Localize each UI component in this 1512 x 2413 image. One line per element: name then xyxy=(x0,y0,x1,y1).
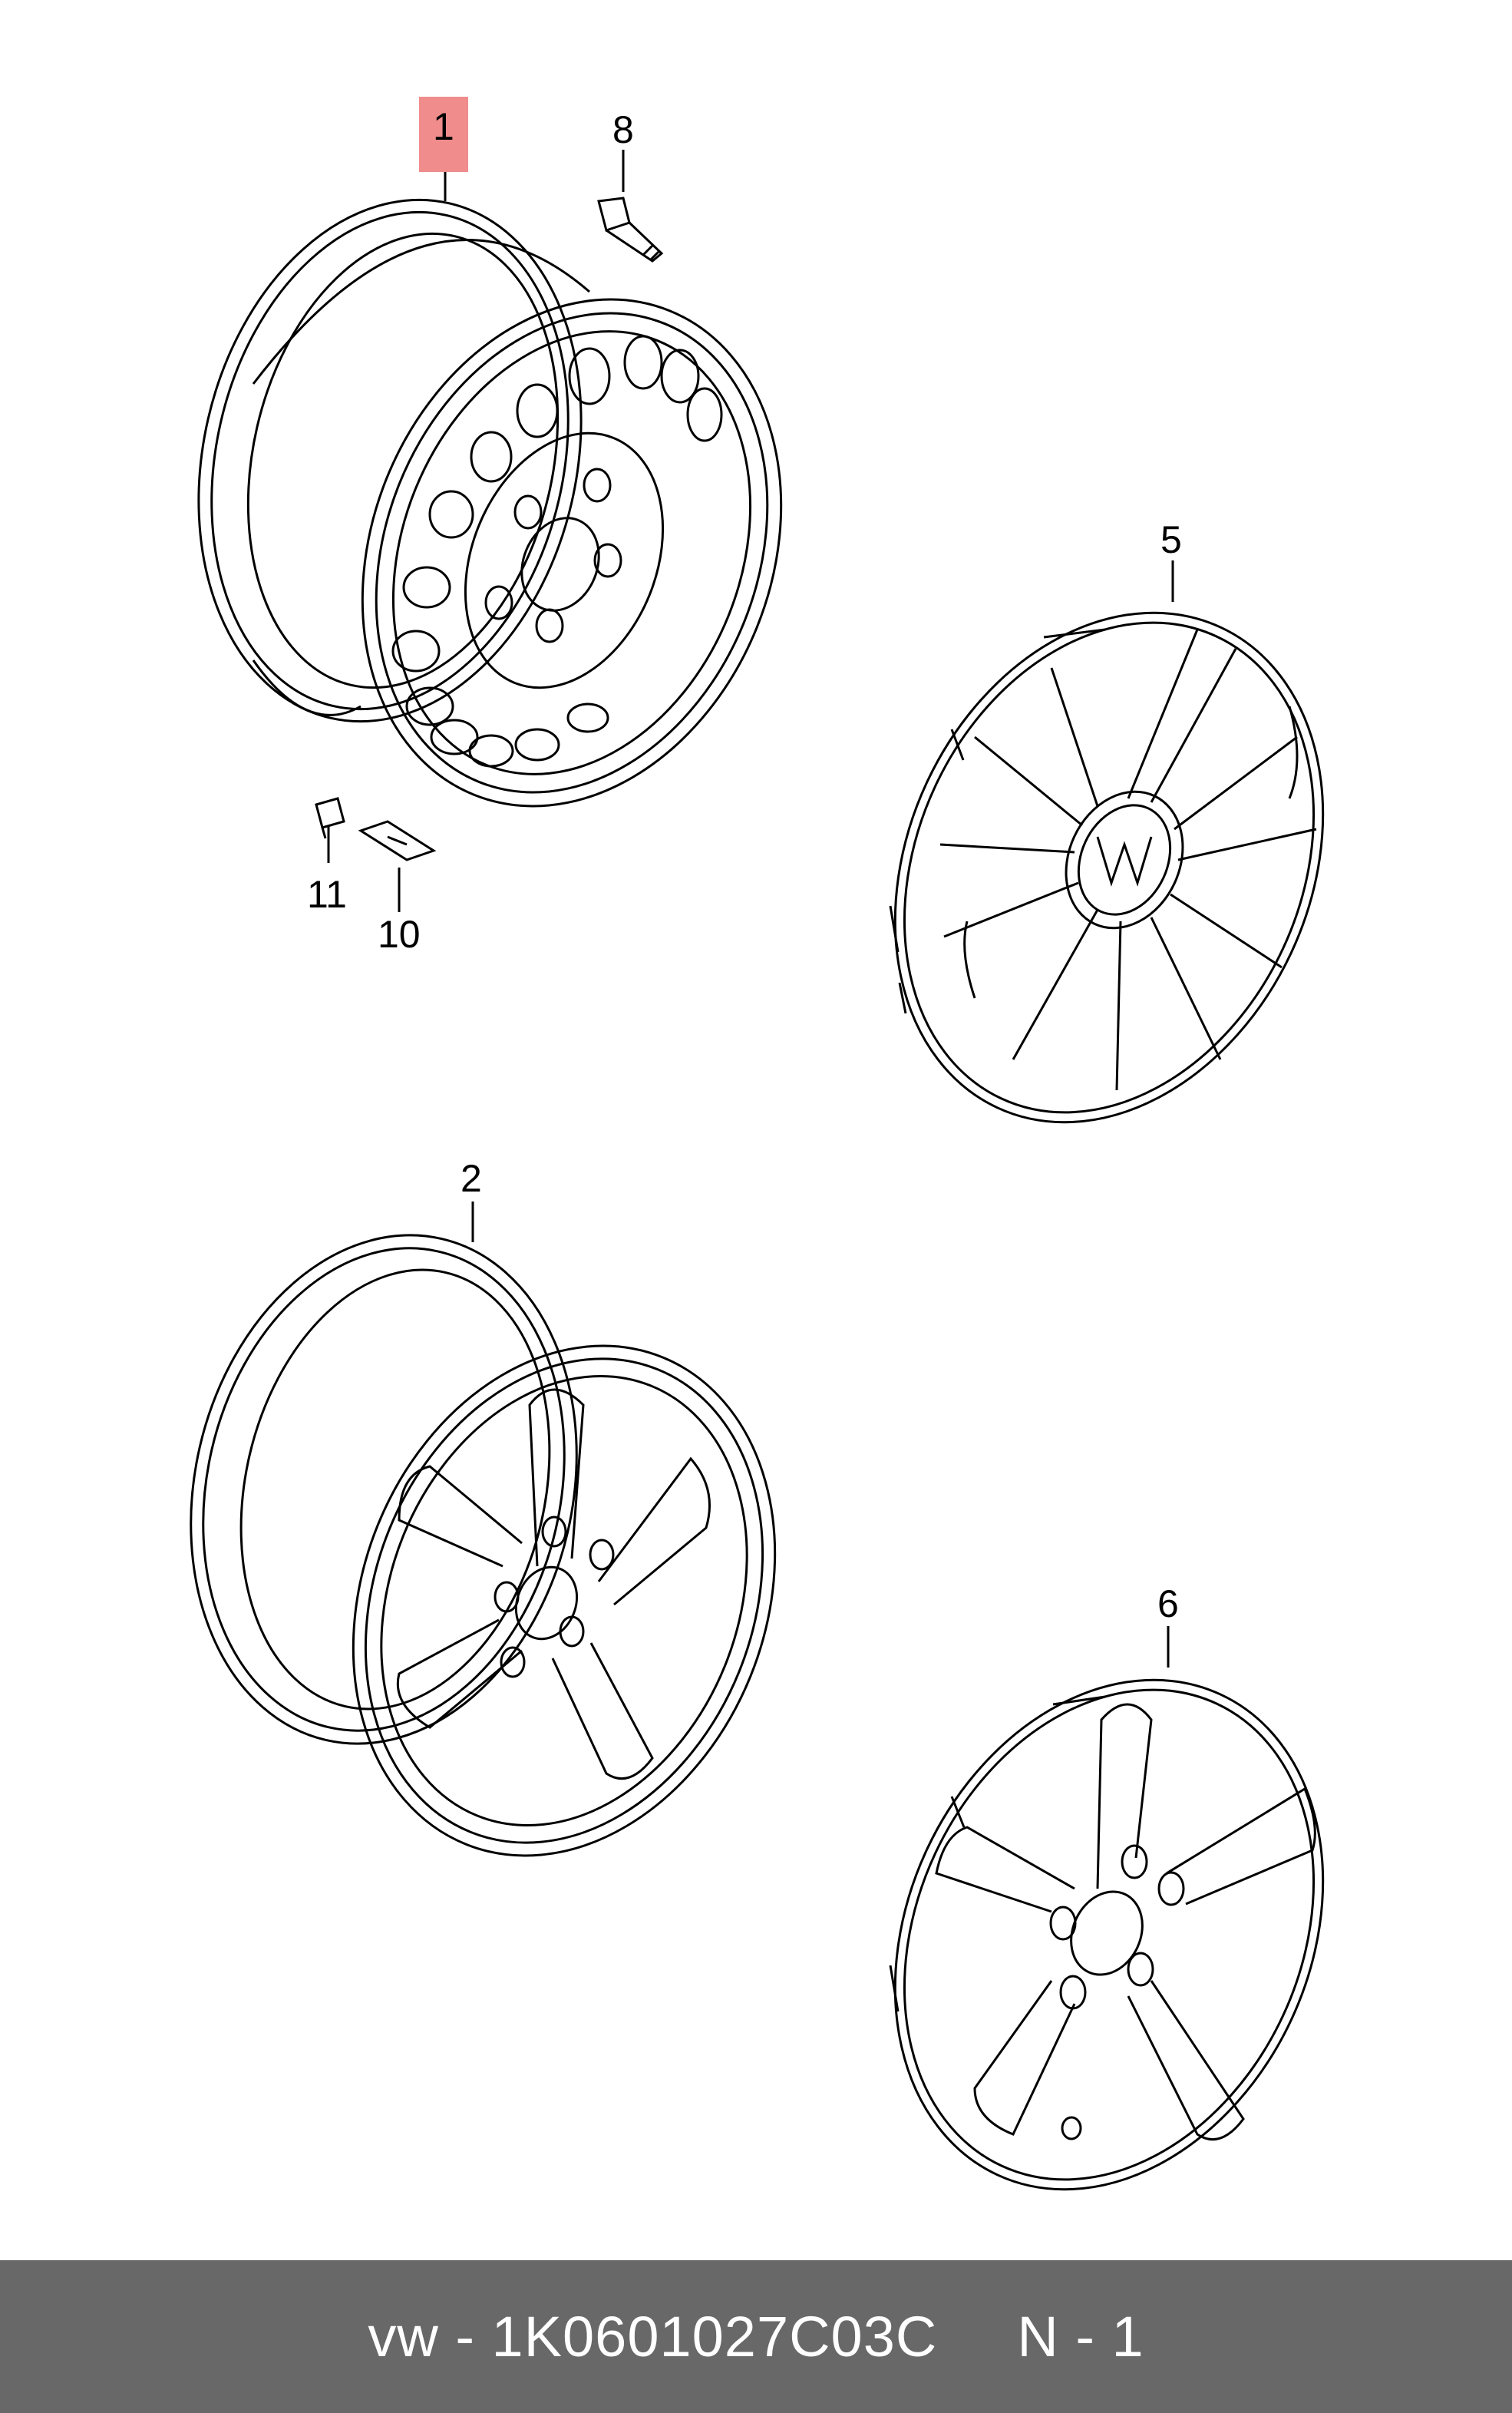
callout-8[interactable]: 8 xyxy=(612,108,634,151)
balance-weight-illustration xyxy=(358,820,437,861)
alloy-wheel-illustration xyxy=(190,1234,777,1857)
parts-diagram xyxy=(190,150,1325,2191)
footer-part-number: vw - 1K0601027C03C xyxy=(368,2305,938,2368)
valve-illustration xyxy=(597,197,664,263)
callout-5[interactable]: 5 xyxy=(1160,518,1182,561)
callout-2[interactable]: 2 xyxy=(461,1157,482,1200)
footer-position: N - 1 xyxy=(1017,2305,1144,2368)
callout-1[interactable]: 1 xyxy=(419,97,468,172)
callout-10[interactable]: 10 xyxy=(378,913,421,956)
callout-6[interactable]: 6 xyxy=(1157,1582,1179,1625)
wheel-cover-multi-spoke-illustration xyxy=(889,611,1325,1124)
wheel-cover-five-spoke-illustration xyxy=(889,1678,1325,2191)
footer-bar: vw - 1K0601027C03C N - 1 xyxy=(0,2260,1512,2413)
leader-lines xyxy=(327,150,1174,1668)
callout-11[interactable]: 11 xyxy=(307,873,347,916)
clip-illustration xyxy=(315,797,345,839)
steel-wheel-illustration xyxy=(197,198,783,808)
